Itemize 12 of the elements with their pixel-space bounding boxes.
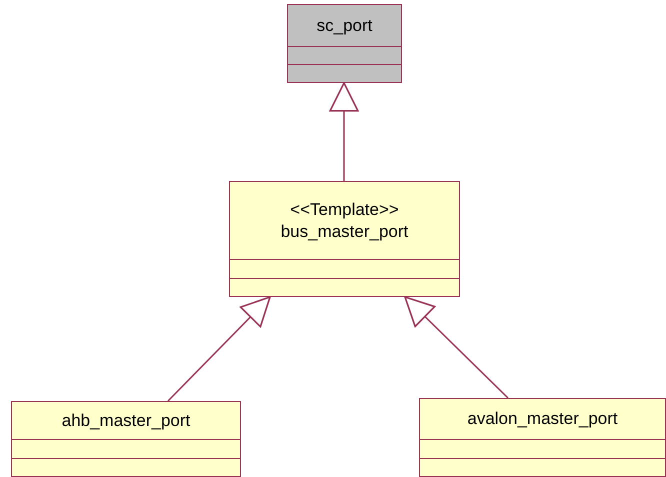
- class-box: [419, 398, 666, 477]
- class-box: [11, 401, 241, 477]
- stereotype-label: <<Template>>: [290, 198, 399, 220]
- class-name: sc_port: [316, 14, 372, 36]
- generalization-arrow: [167, 296, 271, 402]
- class-box: [287, 4, 402, 83]
- generalization-arrow: [404, 296, 509, 399]
- generalization-arrow: [329, 82, 359, 181]
- class-box: [229, 181, 460, 297]
- class-name: bus_master_port: [280, 220, 408, 242]
- class-name: avalon_master_port: [467, 408, 618, 430]
- class-name: ahb_master_port: [62, 410, 190, 432]
